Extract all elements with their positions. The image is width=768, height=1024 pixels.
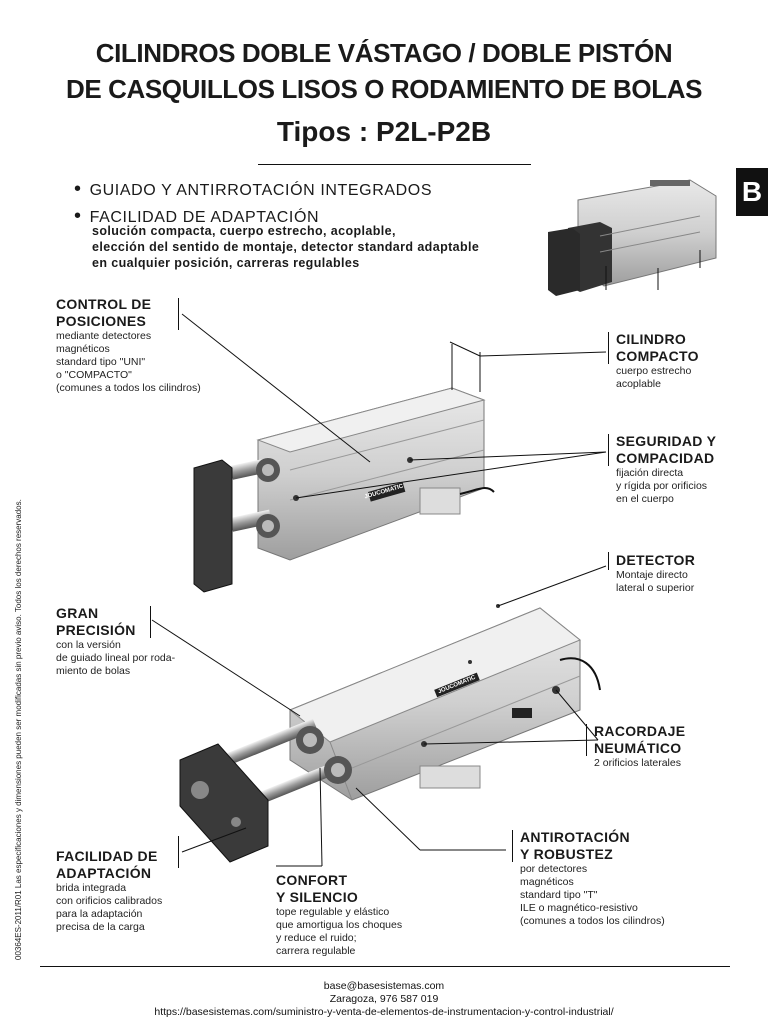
label-body: 2 orificios laterales: [594, 757, 681, 769]
label-body: carrera regulable: [276, 945, 356, 957]
feature-bullet-2-text: FACILIDAD DE ADAPTACIÓN: [89, 209, 320, 226]
label-title: SEGURIDAD Y: [616, 433, 717, 449]
label-seguridad-compacidad: SEGURIDAD Y COMPACIDAD fijación directa …: [616, 433, 716, 506]
label-bar: [608, 434, 609, 466]
label-title: CONFORT: [276, 872, 348, 888]
label-body: magnéticos: [520, 876, 574, 888]
footer-city-phone: Zaragoza, 976 587 019: [329, 993, 439, 1005]
label-racordaje-neumatico: RACORDAJE NEUMÁTICO 2 orificios laterale…: [594, 723, 685, 770]
label-title: Y SILENCIO: [276, 889, 359, 905]
label-body: standard tipo "T": [520, 889, 598, 901]
label-body: fijación directa: [616, 467, 684, 479]
title-line-1: CILINDROS DOBLE VÁSTAGO / DOBLE PISTÓN: [95, 38, 673, 68]
title-divider: [258, 164, 531, 165]
label-title: ANTIROTACIÓN: [520, 829, 630, 845]
label-confort-silencio: CONFORT Y SILENCIO tope regulable y elás…: [276, 872, 402, 958]
label-title: COMPACIDAD: [616, 450, 715, 466]
label-body: con orificios calibrados: [56, 895, 163, 907]
label-facilidad-adaptacion: FACILIDAD DE ADAPTACIÓN brida integrada …: [56, 848, 162, 934]
label-body: (comunes a todos los cilindros): [56, 382, 201, 394]
label-body: precisa de la carga: [56, 921, 145, 933]
small-cylinder-photo: [548, 179, 717, 296]
label-body: standard tipo "UNI": [56, 356, 146, 368]
feature-sub-1: solución compacta, cuerpo estrecho, acop…: [92, 224, 396, 238]
label-cilindro-compacto: CILINDRO COMPACTO cuerpo estrecho acopla…: [616, 331, 699, 391]
label-title: FACILIDAD DE: [56, 848, 158, 864]
lower-cylinder: [179, 604, 601, 863]
leader-lines: [151, 313, 607, 867]
label-title: CILINDRO: [616, 331, 687, 347]
label-body: magnéticos: [56, 343, 110, 355]
label-title: ADAPTACIÓN: [56, 865, 152, 881]
label-body: con la versión: [56, 639, 121, 651]
label-title: POSICIONES: [56, 313, 147, 329]
label-title: CONTROL DE: [56, 296, 152, 312]
label-body: (comunes a todos los cilindros): [520, 915, 665, 927]
label-title: RACORDAJE: [594, 723, 686, 739]
title-line-2: DE CASQUILLOS LISOS O RODAMIENTO DE BOLA…: [65, 74, 703, 104]
bullet-icon: •: [74, 205, 82, 227]
label-bar: [150, 606, 151, 638]
label-title: GRAN: [56, 605, 99, 621]
side-legal-note: 00364ES-2011/R01 Las especificaciones y …: [14, 499, 23, 960]
label-body: acoplable: [616, 378, 661, 390]
label-body: cuerpo estrecho: [616, 365, 692, 377]
footer-divider: [40, 966, 730, 967]
upper-cylinder: [193, 387, 495, 593]
label-bar: [512, 830, 513, 862]
label-antirotacion: ANTIROTACIÓN Y ROBUSTEZ por detectores m…: [520, 829, 665, 928]
label-body: miento de bolas: [56, 665, 131, 677]
label-body: brida integrada: [56, 882, 127, 894]
label-body: Montaje directo: [616, 569, 688, 581]
label-bar: [178, 836, 179, 868]
label-body: de guiado lineal por roda-: [56, 652, 176, 664]
label-title: PRECISIÓN: [56, 622, 136, 638]
label-title: Y ROBUSTEZ: [520, 846, 613, 862]
label-title: COMPACTO: [616, 348, 699, 364]
label-body: y reduce el ruido;: [276, 932, 357, 944]
label-control-posiciones: CONTROL DE POSICIONES mediante detectore…: [56, 296, 201, 395]
types-heading: Tipos : P2L-P2B: [276, 116, 492, 147]
feature-bullet-1-text: GUIADO Y ANTIRROTACIÓN INTEGRADOS: [89, 182, 433, 199]
bullet-icon: •: [74, 178, 82, 200]
label-body: tope regulable y elástico: [276, 906, 390, 918]
feature-sub-2: elección del sentido de montaje, detecto…: [92, 240, 480, 254]
label-body: o "COMPACTO": [56, 369, 132, 381]
label-bar: [608, 552, 609, 570]
section-tab: B: [736, 168, 768, 216]
label-detector: DETECTOR Montaje directo lateral o super…: [616, 552, 695, 595]
feature-sub-3: en cualquier posición, carreras regulabl…: [92, 256, 360, 270]
label-bar: [178, 298, 179, 330]
label-body: para la adaptación: [56, 908, 143, 920]
label-title: NEUMÁTICO: [594, 740, 682, 756]
label-body: ILE o magnético-resistivo: [520, 902, 638, 914]
feature-bullet-1: • GUIADO Y ANTIRROTACIÓN INTEGRADOS: [74, 179, 432, 201]
label-body: en el cuerpo: [616, 493, 674, 505]
footer-email[interactable]: base@basesistemas.com: [323, 980, 445, 992]
feature-bullet-2: • FACILIDAD DE ADAPTACIÓN: [74, 206, 319, 228]
label-title: DETECTOR: [616, 552, 696, 568]
label-body: por detectores: [520, 863, 588, 875]
label-body: lateral o superior: [616, 582, 695, 594]
label-bar: [608, 332, 609, 364]
label-gran-precision: GRAN PRECISIÓN con la versión de guiado …: [56, 605, 175, 678]
footer-url[interactable]: https://basesistemas.com/suministro-y-ve…: [154, 1006, 614, 1018]
label-body: mediante detectores: [56, 330, 152, 342]
label-body: que amortigua los choques: [276, 919, 403, 931]
label-bar: [586, 724, 587, 756]
label-body: y rígida por orificios: [616, 480, 708, 492]
